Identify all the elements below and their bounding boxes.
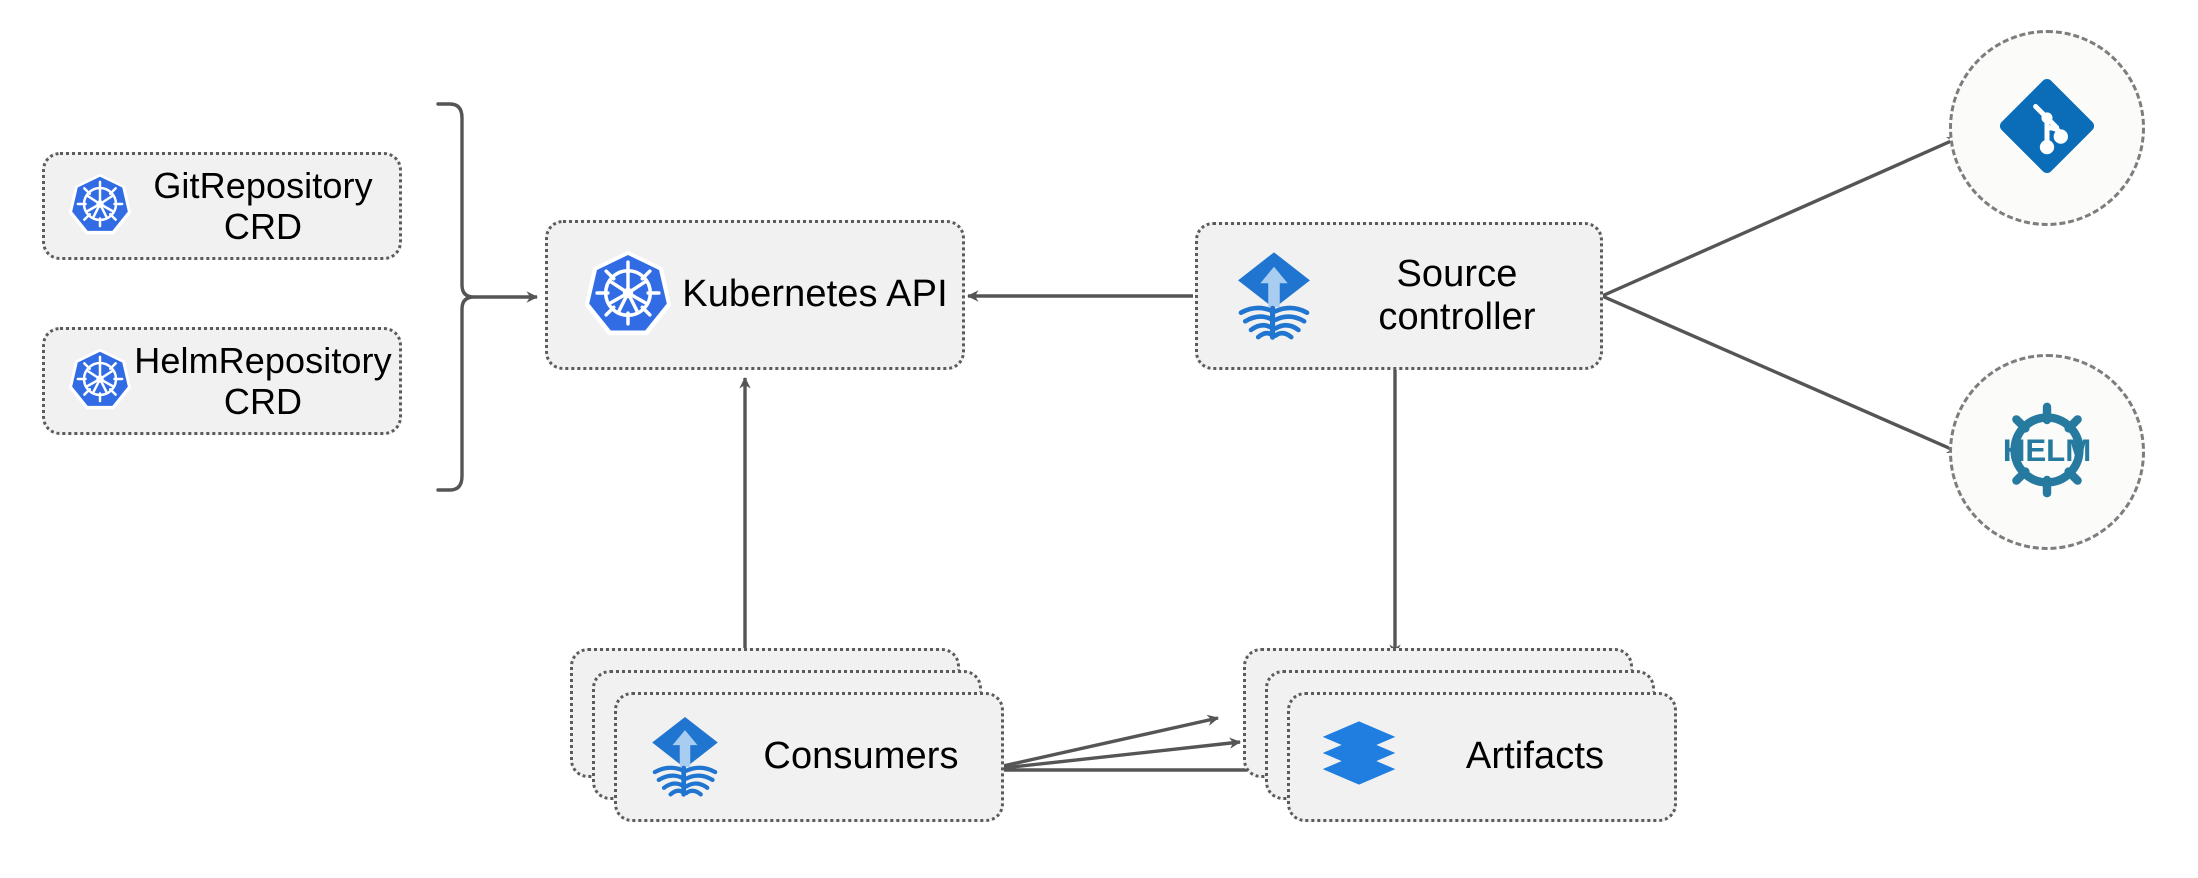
helmrepository-crd-node[interactable]: HelmRepository CRD (42, 327, 402, 435)
git-source-node[interactable] (1949, 30, 2145, 226)
kubernetes-icon (67, 346, 133, 417)
crd-group-bracket (436, 102, 475, 492)
artifacts-node[interactable]: Artifacts (1287, 692, 1677, 822)
layers-icon (1316, 712, 1402, 803)
gitrepository-crd-label: GitRepository CRD (153, 164, 373, 247)
connector-consumers-to-artifacts-middle (984, 737, 1241, 772)
connector-source-controller-to-helm (1601, 294, 1959, 454)
kubernetes-icon (582, 247, 674, 344)
helm-wordmark: HELM (2003, 432, 2091, 467)
helm-source-node[interactable]: HELM (1949, 354, 2145, 550)
git-icon (1995, 74, 2099, 183)
helm-icon: HELM (1987, 390, 2107, 515)
connector-consumers-to-artifacts-top (984, 714, 1219, 772)
source-controller-node[interactable]: Source controller (1195, 222, 1603, 370)
kubernetes-api-node[interactable]: Kubernetes API (545, 220, 965, 370)
flux-icon (643, 713, 727, 802)
consumers-node[interactable]: Consumers (614, 692, 1004, 822)
consumers-label: Consumers (763, 735, 959, 778)
gitrepository-crd-node[interactable]: GitRepository CRD (42, 152, 402, 260)
source-controller-label: Source controller (1378, 252, 1536, 338)
connector-source-controller-to-git (1601, 136, 1959, 298)
flux-icon (1228, 248, 1320, 345)
kubernetes-icon (67, 171, 133, 242)
helmrepository-crd-label: HelmRepository CRD (134, 339, 392, 422)
artifacts-label: Artifacts (1465, 735, 1605, 778)
kubernetes-api-label: Kubernetes API (682, 273, 948, 316)
